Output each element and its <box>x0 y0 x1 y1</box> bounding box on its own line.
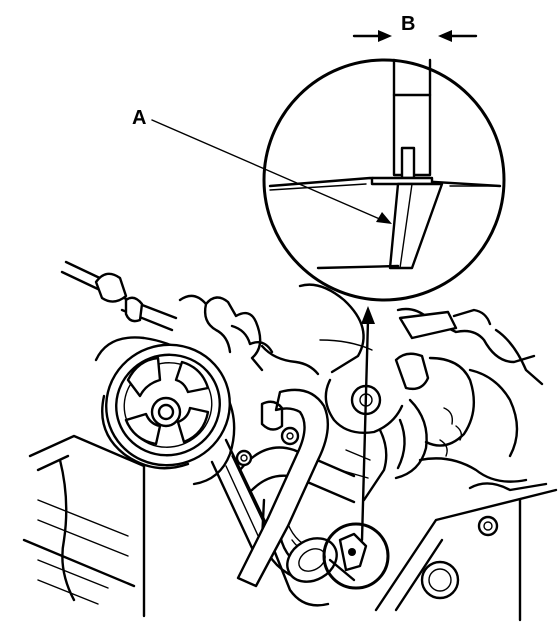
hose-curve <box>236 388 330 588</box>
detail-circle-small <box>322 522 390 590</box>
detail-magnifier <box>262 58 506 302</box>
label-a: A <box>132 107 146 129</box>
crankshaft-pulley <box>94 336 272 550</box>
leader-a <box>151 119 392 224</box>
label-b: B <box>401 13 415 35</box>
bolts <box>235 426 300 467</box>
callout-arrow <box>360 306 375 542</box>
dimension-b <box>352 30 478 42</box>
engine-block-outline <box>22 260 558 622</box>
